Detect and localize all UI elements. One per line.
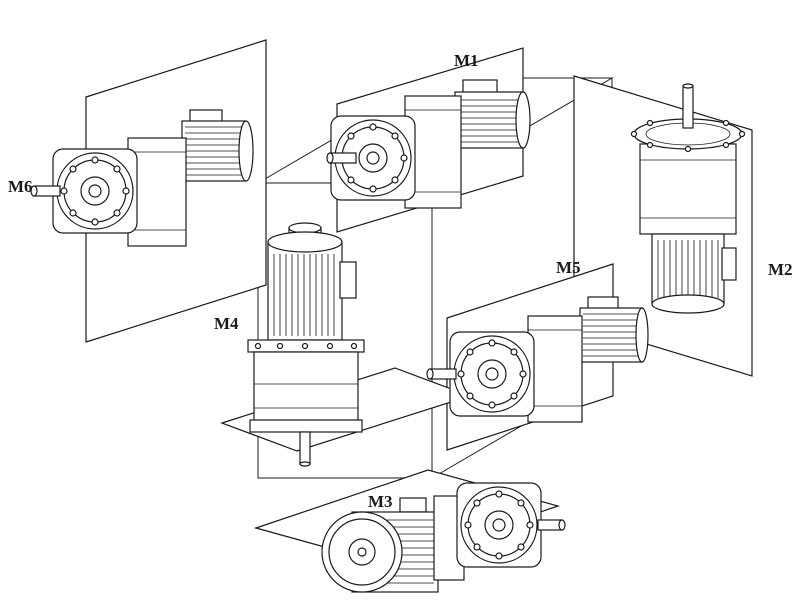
m5-cooling-fins	[583, 313, 638, 357]
m5-motor-body	[579, 307, 643, 363]
m4-motor-body	[267, 241, 343, 341]
m6-flange	[53, 149, 137, 233]
m4-output-shaft	[299, 431, 311, 465]
m2-output-shaft	[682, 85, 694, 129]
m6-shaft-end	[30, 185, 38, 197]
m1-shaft-end	[326, 152, 334, 164]
m2-gearbox	[639, 143, 737, 235]
gearmotor-m2	[630, 83, 746, 314]
m6-output-shaft	[33, 185, 61, 197]
m4-gearbox	[253, 351, 359, 431]
m2-shaft-end	[682, 83, 694, 89]
gearmotor-m4	[247, 222, 365, 467]
gearmotor-m6	[30, 109, 254, 247]
gearmotor-m1	[326, 79, 531, 209]
label-m4: M4	[214, 314, 239, 333]
label-m5: M5	[556, 258, 581, 277]
m5-flange	[450, 332, 534, 416]
m4-flange-bolts	[254, 342, 358, 350]
label-m2: M2	[768, 260, 793, 279]
m6-fan-cap	[238, 120, 254, 182]
m5-shaft-end	[426, 368, 434, 380]
m5-gearbox	[527, 315, 583, 423]
m5-fan-cap	[635, 307, 649, 363]
m3-flange	[457, 483, 541, 567]
label-m3: M3	[368, 492, 393, 511]
m1-fan-cap	[515, 91, 531, 149]
m3-fan-center	[357, 547, 367, 557]
m5-output-shaft	[429, 368, 457, 380]
m1-cooling-fins	[458, 99, 520, 143]
m6-gearbox	[127, 137, 187, 247]
gearmotor-m3	[321, 483, 566, 593]
m2-motor-endcap	[651, 294, 725, 314]
label-m1: M1	[454, 51, 479, 70]
m6-gearbox-detail	[128, 151, 186, 231]
m5-gearbox-detail	[528, 329, 582, 407]
m3-terminal-box	[399, 497, 427, 513]
m1-motor-body	[454, 91, 524, 149]
m2-cooling-fins	[657, 240, 719, 298]
m6-cooling-fins	[185, 126, 243, 176]
m4-gearbox-detail	[254, 383, 358, 409]
m4-terminal-box	[339, 261, 357, 299]
m2-terminal-box	[721, 247, 737, 281]
m4-bottom-flange	[249, 419, 363, 433]
m4-cooling-fins	[273, 254, 335, 336]
m4-shaft-end	[299, 461, 311, 467]
position-labels: M1 M2 M3 M4 M5 M6	[8, 51, 793, 511]
m3-shaft-end	[558, 519, 566, 531]
m1-output-shaft	[329, 152, 357, 164]
m4-motor-topcap	[267, 231, 343, 253]
gearmotor-m5	[426, 296, 649, 423]
label-m6: M6	[8, 177, 33, 196]
m2-gearbox-detail	[640, 159, 736, 219]
